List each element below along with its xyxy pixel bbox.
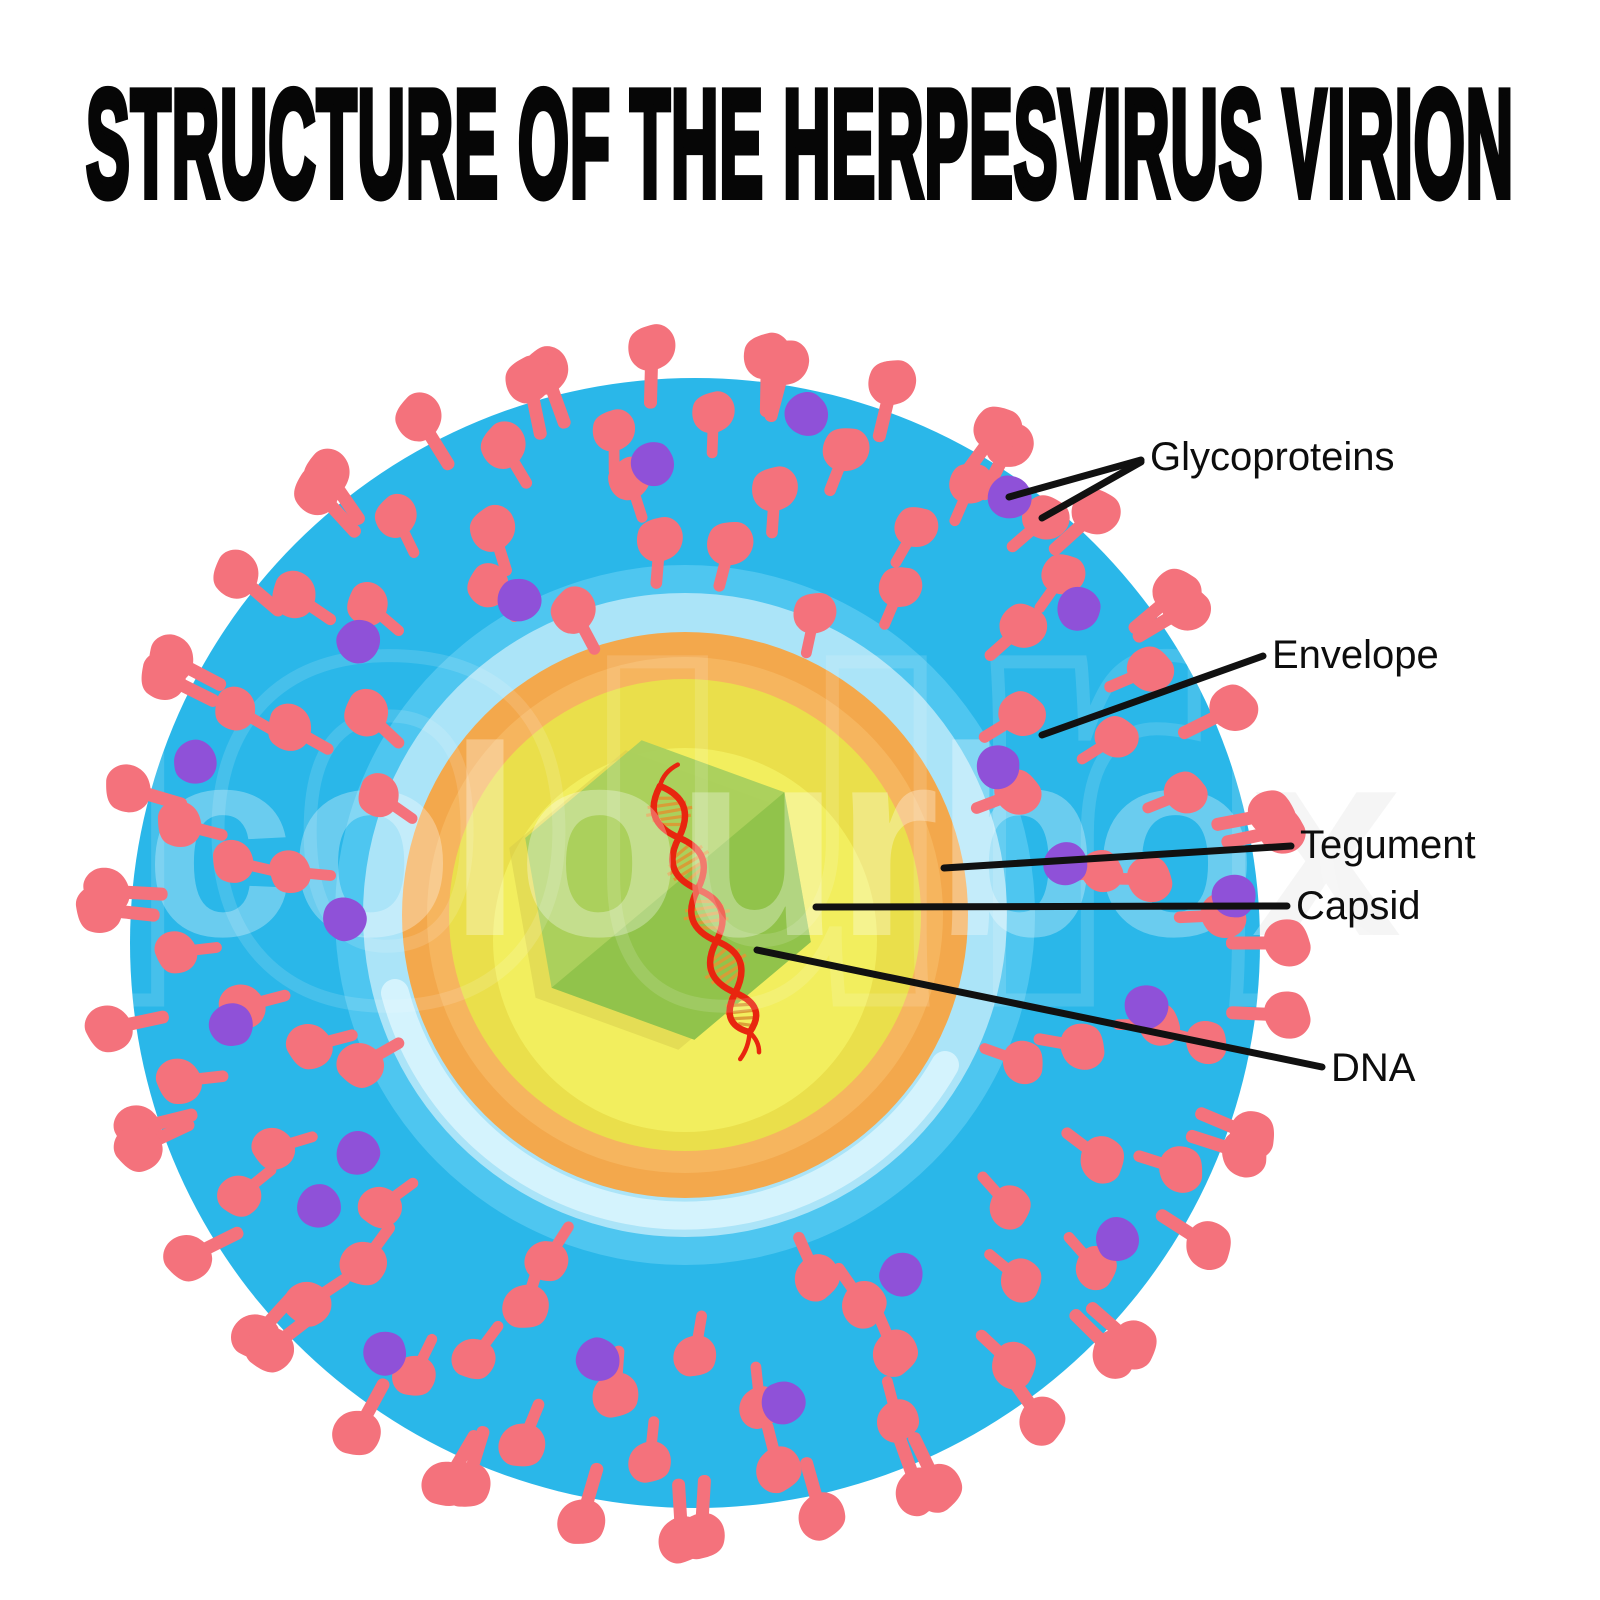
dna-helix bbox=[645, 762, 762, 1062]
watermark-white-layer: colourboxcolourbox bbox=[0, 415, 1600, 1143]
pointer-line-capsid bbox=[812, 902, 1291, 911]
virion-body bbox=[130, 378, 1260, 1508]
capsid-hexagon-facet bbox=[551, 792, 811, 1040]
pointer-line-tegument bbox=[940, 842, 1295, 872]
pointer-line-dna bbox=[753, 946, 1326, 1071]
page-title: STRUCTURE OF THE HERPESVIRUS VIRION bbox=[86, 59, 1514, 229]
pointer-line-envelope bbox=[1038, 652, 1267, 739]
label-dna: DNA bbox=[1331, 1046, 1416, 1090]
label-capsid: Capsid bbox=[1296, 884, 1421, 928]
pointer-line-glycoproteins bbox=[1005, 456, 1145, 501]
label-envelope: Envelope bbox=[1272, 633, 1439, 677]
label-glycoproteins: Glycoproteins bbox=[1150, 435, 1395, 479]
label-tegument: Tegument bbox=[1300, 823, 1476, 867]
pointer-line-glycoproteins bbox=[1038, 458, 1145, 522]
dna-strand bbox=[650, 782, 753, 1036]
dna-tail bbox=[737, 1029, 762, 1062]
membrane-highlight-crescent bbox=[381, 979, 959, 1230]
dna-tail bbox=[657, 762, 681, 789]
watermark-text: colourbox bbox=[144, 692, 1403, 993]
watermark-outline-text: colourbox bbox=[0, 421, 1600, 1136]
